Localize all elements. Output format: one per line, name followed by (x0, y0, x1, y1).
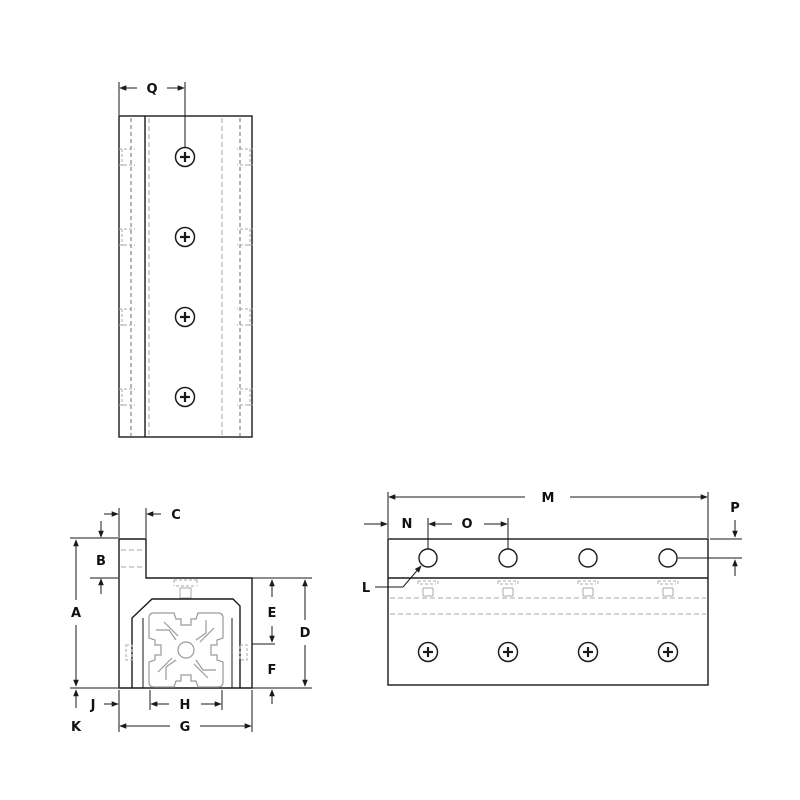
dimension-f: F (268, 663, 277, 704)
hidden-top-tnut (173, 579, 198, 599)
screw-icon (174, 226, 196, 248)
label-k: K (71, 720, 82, 735)
dimension-b: B (96, 521, 106, 594)
label-l: L (362, 581, 370, 596)
label-m: M (542, 491, 555, 506)
label-b: B (96, 554, 106, 569)
dimension-k: K (71, 689, 82, 735)
dimension-d: D (300, 579, 311, 687)
screw-icon (417, 641, 439, 663)
dimension-e: E (268, 579, 277, 643)
screw-icon (657, 641, 679, 663)
screw-icon (174, 386, 196, 408)
label-e: E (268, 606, 277, 621)
extrusion-profile (148, 612, 224, 688)
screw-icon (174, 146, 196, 168)
dimension-a: A (71, 539, 81, 687)
label-j: J (90, 698, 96, 713)
mounting-hole (498, 548, 518, 568)
dimension-n: N (364, 517, 412, 532)
screw-icon (497, 641, 519, 663)
label-f: F (268, 663, 277, 678)
label-p: P (730, 501, 740, 516)
dimension-c: C (104, 508, 181, 538)
label-q: Q (146, 82, 157, 97)
label-n: N (402, 517, 413, 532)
mounting-hole (578, 548, 598, 568)
dimension-l: L (362, 565, 422, 596)
mounting-hole (658, 548, 678, 568)
label-a: A (71, 606, 81, 621)
dimension-h: H (149, 690, 223, 713)
screw-icon (174, 306, 196, 328)
side-view: M N O L P (362, 491, 742, 686)
dimension-j: J (90, 690, 120, 732)
screw-icon (577, 641, 599, 663)
top-view: Q (118, 82, 254, 438)
hidden-tnut-marks-left (118, 148, 136, 406)
dimension-o: O (427, 517, 509, 549)
dimension-g: G (119, 690, 253, 735)
label-h: H (180, 698, 191, 713)
label-c: C (171, 508, 181, 523)
label-g: G (180, 720, 191, 735)
label-d: D (300, 626, 311, 641)
dimension-p: P (678, 501, 742, 576)
end-view: C B A E F D (70, 508, 312, 735)
side-view-outline (387, 538, 709, 686)
label-o: O (461, 517, 472, 532)
dimension-m: M (387, 491, 709, 538)
mounting-hole (418, 548, 438, 568)
dimension-q: Q (118, 82, 186, 147)
